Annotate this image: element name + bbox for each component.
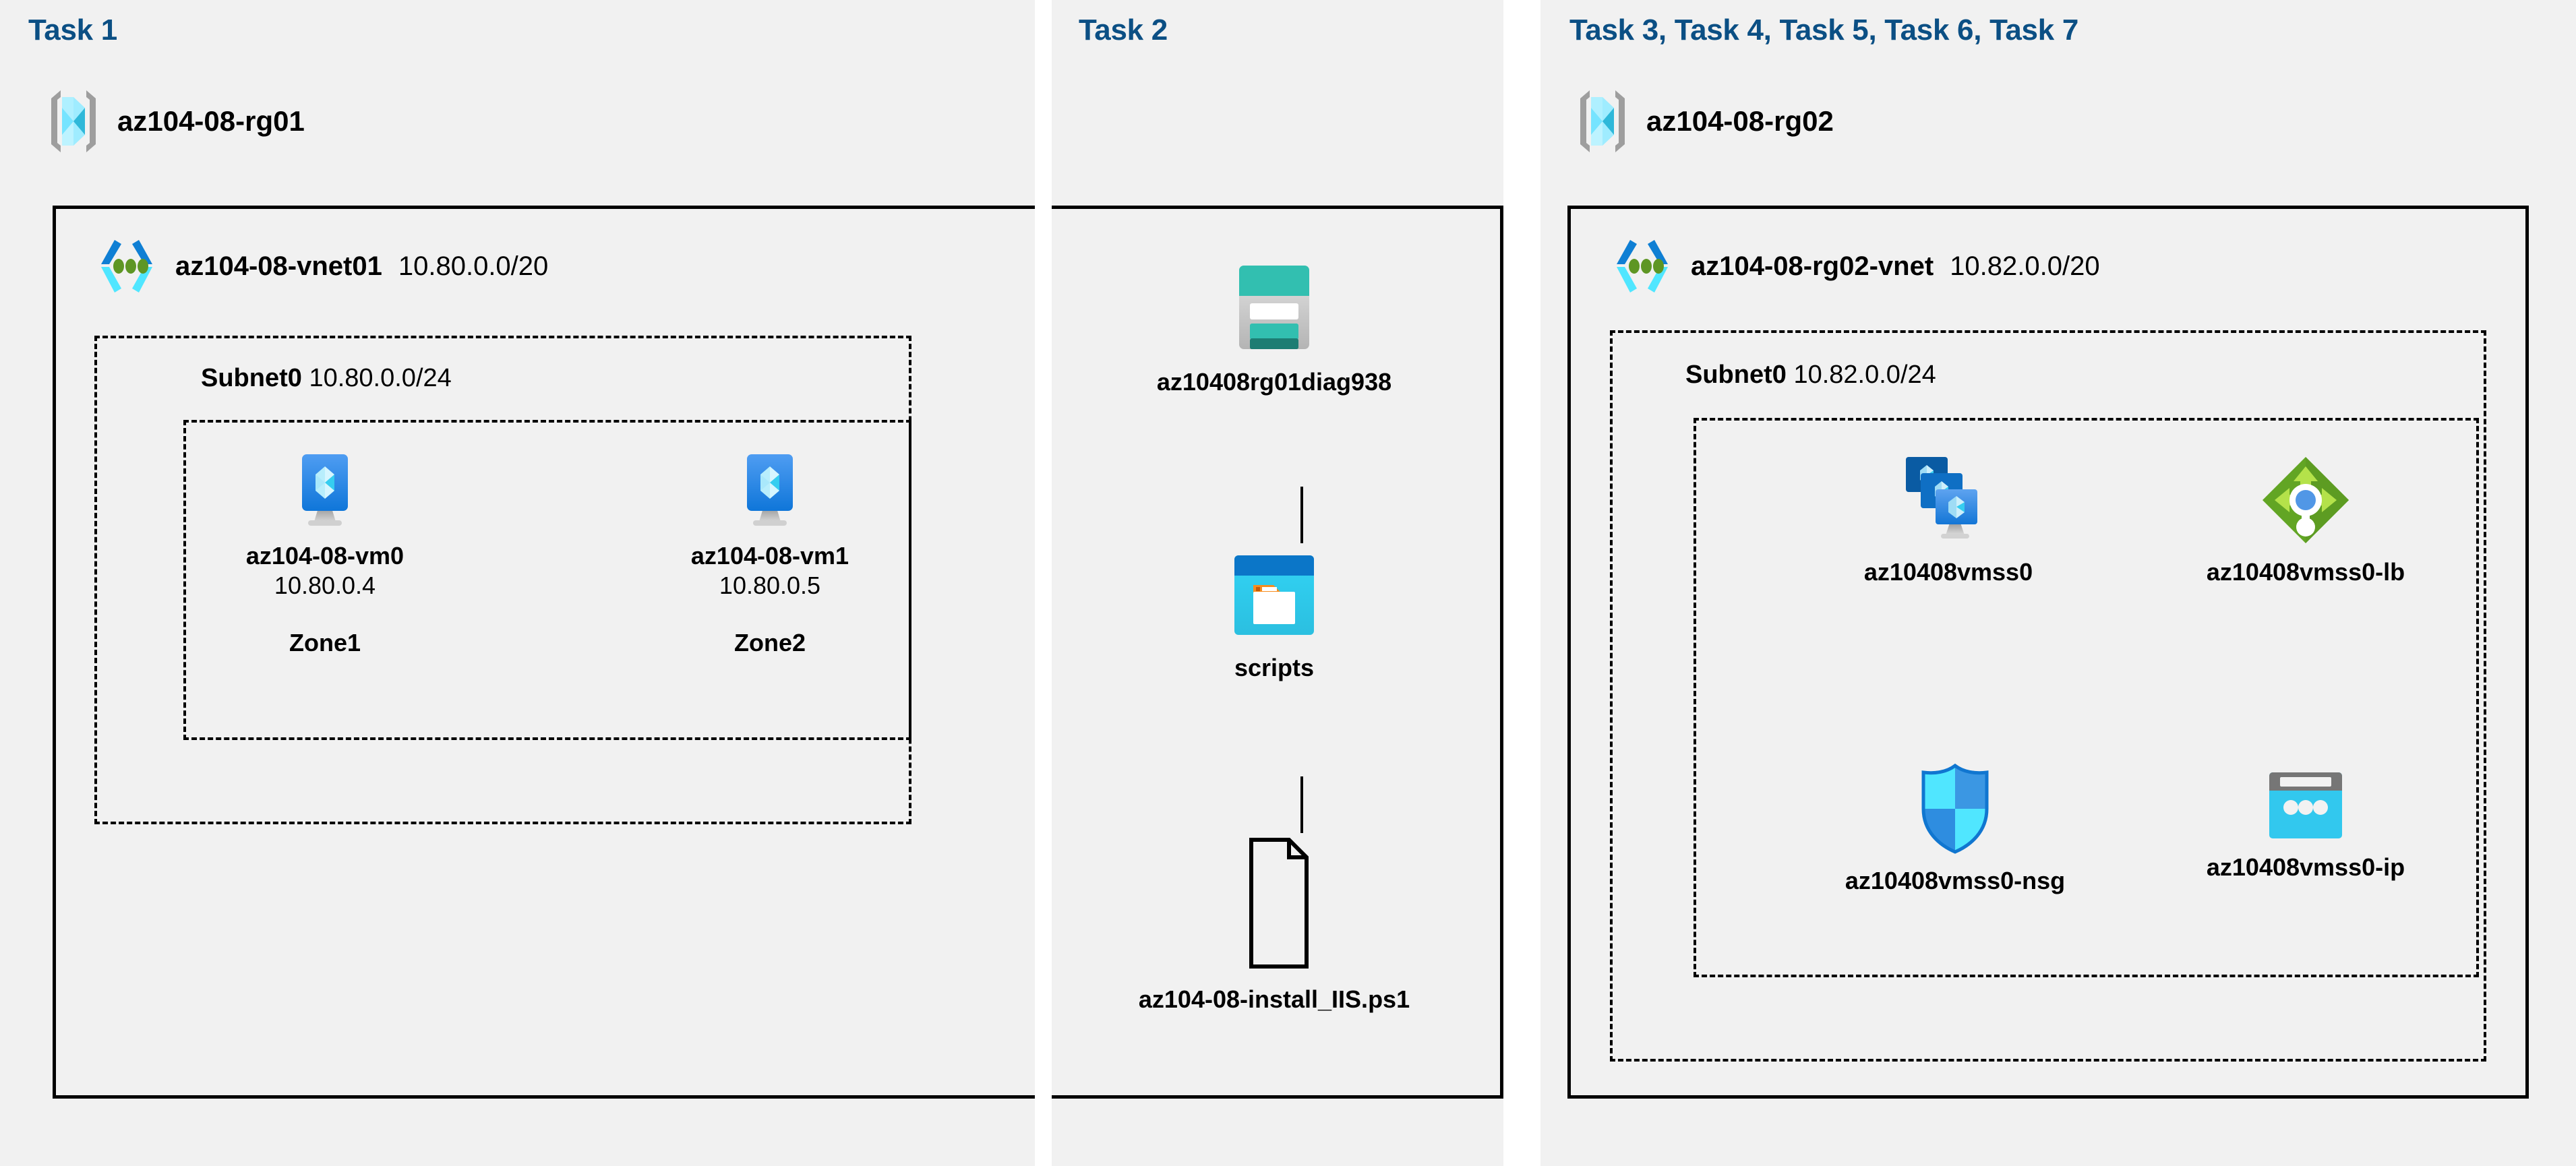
vm-zone: Zone1 [289, 629, 361, 657]
subnet-title-1: Subnet0 10.80.0.0/24 [201, 364, 452, 393]
resource-group-name-2: az104-08-rg02 [1646, 105, 1834, 137]
panel-gap-1 [1035, 0, 1052, 1166]
vm-ip: 10.80.0.5 [719, 572, 821, 600]
resource-group-header-2: az104-08-rg02 [1576, 88, 1834, 155]
vm-label: az104-08-vm0 [245, 542, 405, 570]
zone-group-boundary-1 [183, 420, 911, 740]
file-document-icon [1231, 836, 1317, 971]
blob-container-label: scripts [1234, 654, 1315, 681]
vm-scale-set-node[interactable]: az10408vmss0 [1807, 453, 2090, 586]
vnet-cidr-1: 10.80.0.0/20 [398, 251, 549, 281]
vnet-header-2: az104-08-rg02-vnet 10.82.0.0/20 [1610, 237, 2100, 295]
network-security-group-icon [1915, 762, 1995, 856]
blob-container-node[interactable]: scripts [1139, 551, 1409, 682]
vm-scale-set-label: az10408vmss0 [1863, 558, 2033, 586]
virtual-network-icon [1610, 237, 1675, 295]
load-balancer-icon [2258, 453, 2353, 547]
vm-node-az104-08-vm1[interactable]: az104-08-vm1 10.80.0.5 Zone2 [682, 450, 858, 657]
task-1-panel [0, 0, 1035, 1166]
task-label-3: Task 3, Task 4, Task 5, Task 6, Task 7 [1569, 13, 2078, 47]
vnet-header-1: az104-08-vnet01 10.80.0.0/20 [94, 237, 548, 295]
panel-gap-2 [1503, 0, 1540, 1166]
connector-scripts-to-file [1300, 776, 1303, 833]
storage-account-label: az10408rg01diag938 [1156, 368, 1392, 396]
virtual-machine-icon [288, 450, 362, 531]
vm-node-az104-08-vm0[interactable]: az104-08-vm0 10.80.0.4 Zone1 [237, 450, 413, 657]
vm-label: az104-08-vm1 [690, 542, 849, 570]
load-balancer-label: az10408vmss0-lb [2206, 558, 2405, 586]
resource-group-header-1: az104-08-rg01 [47, 88, 305, 155]
public-ip-address-node[interactable]: az10408vmss0-ip [2164, 768, 2447, 882]
load-balancer-node[interactable]: az10408vmss0-lb [2157, 453, 2454, 586]
file-document-node[interactable]: az104-08-install_IIS.ps1 [1138, 836, 1410, 1014]
subnet-boundary-2 [1610, 330, 2486, 1062]
public-ip-address-icon [2265, 768, 2346, 842]
storage-account-node[interactable]: az10408rg01diag938 [1139, 262, 1409, 396]
task-3-7-panel [1540, 0, 2576, 1166]
vm-zone: Zone2 [733, 629, 806, 657]
vnet-boundary-2 [1567, 206, 2529, 1099]
task-label-2: Task 2 [1079, 13, 1168, 47]
file-document-label: az104-08-install_IIS.ps1 [1138, 985, 1410, 1013]
vnet-cidr-2: 10.82.0.0/20 [1950, 251, 2100, 281]
resource-group-inner-boundary-2 [1694, 418, 2479, 977]
vm-scale-set-icon [1898, 453, 1999, 547]
vnet-name-1: az104-08-vnet01 [175, 251, 382, 281]
task-label-1: Task 1 [28, 13, 117, 47]
vnet-name-2: az104-08-rg02-vnet [1691, 251, 1934, 281]
connector-storage-to-scripts [1300, 487, 1303, 543]
resource-group-name-1: az104-08-rg01 [117, 105, 305, 137]
network-security-group-label: az10408vmss0-nsg [1845, 867, 2066, 894]
vm-ip: 10.80.0.4 [274, 572, 376, 600]
public-ip-address-label: az10408vmss0-ip [2206, 853, 2405, 881]
subnet-cidr-2: 10.82.0.0/24 [1793, 361, 1936, 389]
vnet-boundary-1 [53, 206, 1503, 1099]
network-security-group-node[interactable]: az10408vmss0-nsg [1814, 762, 2097, 895]
subnet-title-2: Subnet0 10.82.0.0/24 [1685, 361, 1936, 390]
virtual-network-icon [94, 237, 159, 295]
resource-group-icon [47, 88, 100, 155]
subnet-name-2: Subnet0 [1685, 361, 1787, 389]
blob-container-icon [1230, 551, 1318, 639]
subnet-cidr-1: 10.80.0.0/24 [309, 364, 452, 392]
storage-account-icon [1230, 262, 1319, 353]
resource-group-icon [1576, 88, 1629, 155]
virtual-machine-icon [733, 450, 807, 531]
subnet-name-1: Subnet0 [201, 364, 302, 392]
